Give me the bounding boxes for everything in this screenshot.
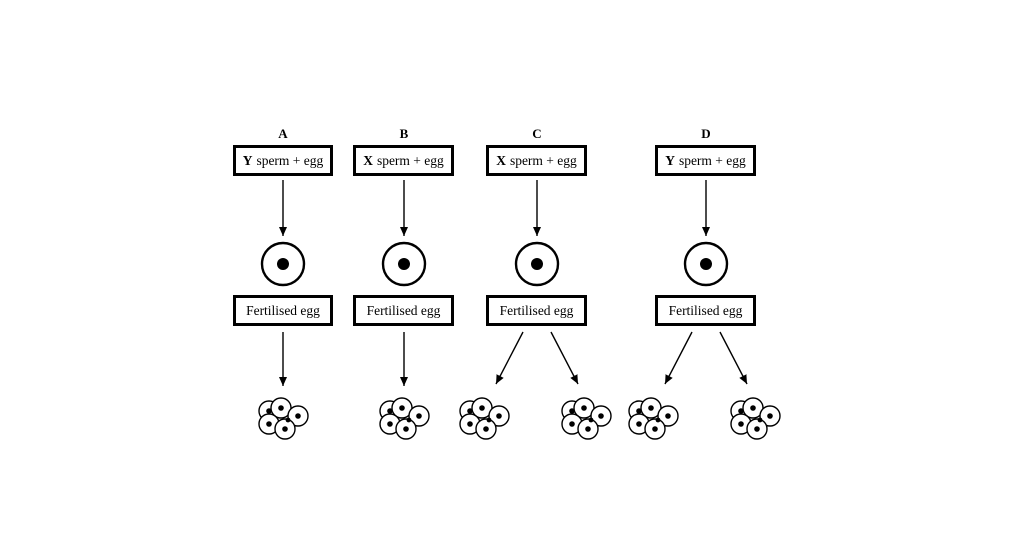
embryo-left-c-cell-5-nucleus bbox=[483, 426, 489, 432]
embryo-right-c-center-dot bbox=[588, 417, 594, 423]
embryo-right-d-cell-4-nucleus bbox=[738, 421, 744, 427]
cross-text-d: sperm + egg bbox=[678, 152, 746, 168]
embryo-a-center-dot bbox=[285, 417, 291, 423]
column-label-b: B bbox=[399, 126, 409, 141]
result-box-a: Fertilised egg bbox=[233, 295, 333, 326]
embryo-left-d-cell-3-nucleus bbox=[665, 413, 671, 419]
sperm-type-d: Y bbox=[665, 152, 675, 168]
embryo-b-center-dot bbox=[406, 417, 412, 423]
arrow-right-embryo-d bbox=[719, 331, 748, 385]
embryo-right-c-cell-3-nucleus bbox=[598, 413, 604, 419]
embryo-left-d-cell-1-nucleus bbox=[636, 408, 642, 414]
cross-text-c: sperm + egg bbox=[509, 152, 577, 168]
embryo-b-cell-4-nucleus bbox=[387, 421, 393, 427]
zygote-nucleus-d bbox=[700, 258, 712, 270]
embryo-a-cell-3-nucleus bbox=[295, 413, 301, 419]
arrow-left-embryo-d bbox=[664, 331, 693, 385]
embryo-left-c-center-dot bbox=[486, 417, 492, 423]
embryo-left-c-cell-1-nucleus bbox=[467, 408, 473, 414]
embryo-b-cell-1-nucleus bbox=[387, 408, 393, 414]
embryo-right-c-cell-2-nucleus bbox=[581, 405, 587, 411]
embryo-right-d-cell-1-nucleus bbox=[738, 408, 744, 414]
embryo-a-cell-4-nucleus bbox=[266, 421, 272, 427]
cross-text-a: sperm + egg bbox=[256, 152, 324, 168]
sperm-type-b: X bbox=[363, 152, 373, 168]
embryo-left-c-cell-3-nucleus bbox=[496, 413, 502, 419]
embryo-a-cell-2-nucleus bbox=[278, 405, 284, 411]
sperm-type-a: Y bbox=[242, 152, 253, 168]
embryo-right-c-cell-1-nucleus bbox=[569, 408, 575, 414]
embryo-b-cell-5-nucleus bbox=[403, 426, 409, 432]
embryo-a-cell-5-nucleus bbox=[282, 426, 288, 432]
embryo-left-d-cell-2-nucleus bbox=[648, 405, 654, 411]
zygote-nucleus-c bbox=[531, 258, 543, 270]
embryo-right-c-cell-5-nucleus bbox=[585, 426, 591, 432]
embryo-left-d-center-dot bbox=[655, 417, 661, 423]
embryo-right-d-cell-3-nucleus bbox=[767, 413, 773, 419]
embryo-a-cell-1-nucleus bbox=[266, 408, 272, 414]
embryo-left-c-cell-4-nucleus bbox=[467, 421, 473, 427]
embryo-right-d-cell-2-nucleus bbox=[750, 405, 756, 411]
embryo-right-c-cell-4-nucleus bbox=[569, 421, 575, 427]
embryo-b-cell-3-nucleus bbox=[416, 413, 422, 419]
embryo-b-cell-2-nucleus bbox=[399, 405, 405, 411]
arrow-right-embryo-c bbox=[550, 331, 579, 385]
cross-text-b: sperm + egg bbox=[376, 152, 444, 168]
embryo-left-c-cell-2-nucleus bbox=[479, 405, 485, 411]
embryo-right-d-cell-5-nucleus bbox=[754, 426, 760, 432]
column-label-d: D bbox=[701, 126, 711, 141]
sperm-type-c: X bbox=[496, 152, 506, 168]
zygote-nucleus-b bbox=[398, 258, 410, 270]
zygote-nucleus-a bbox=[277, 258, 289, 270]
arrow-left-embryo-c bbox=[495, 331, 524, 385]
result-box-b: Fertilised egg bbox=[353, 295, 454, 326]
embryo-right-d-center-dot bbox=[757, 417, 763, 423]
result-box-d: Fertilised egg bbox=[655, 295, 756, 326]
column-label-c: C bbox=[532, 126, 542, 141]
column-label-a: A bbox=[278, 126, 288, 141]
embryo-left-d-cell-4-nucleus bbox=[636, 421, 642, 427]
embryo-left-d-cell-5-nucleus bbox=[652, 426, 658, 432]
result-box-c: Fertilised egg bbox=[486, 295, 587, 326]
